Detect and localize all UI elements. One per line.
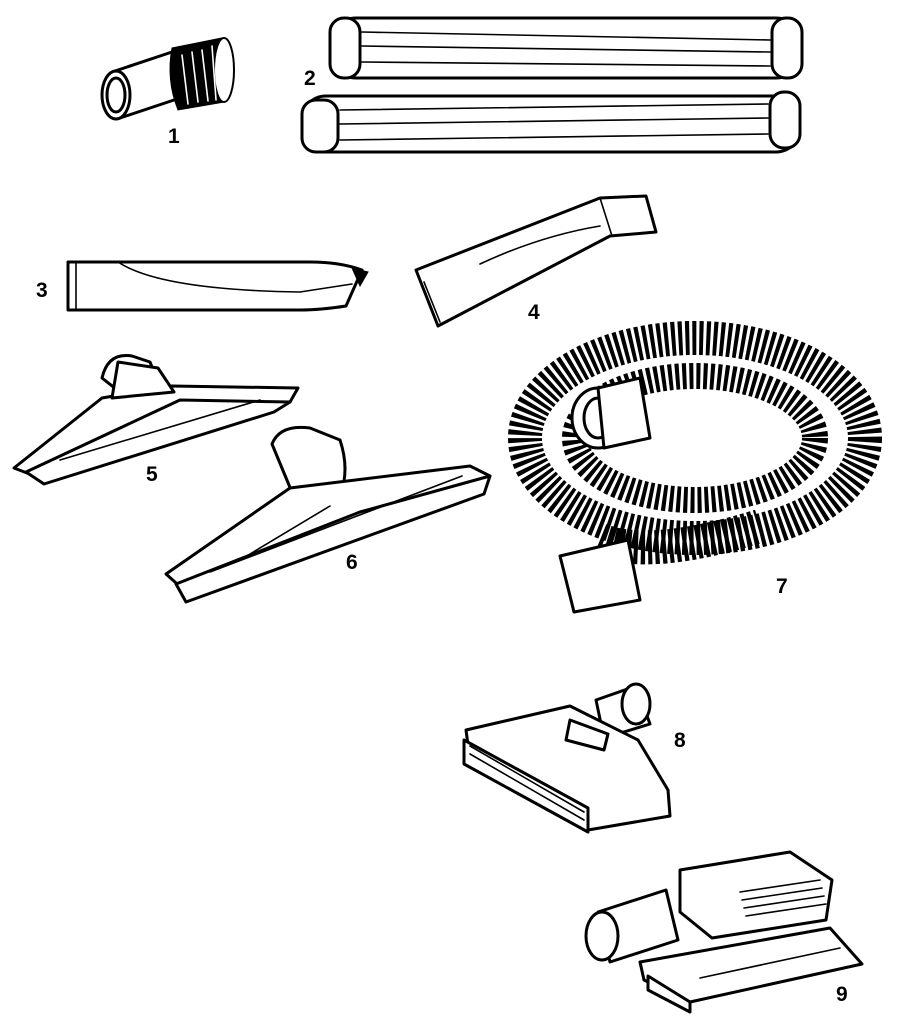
part-number-7: 7 — [776, 575, 788, 598]
part-number-1: 1 — [168, 125, 180, 148]
round-dust-brush-icon — [100, 37, 235, 121]
part-number-3: 3 — [36, 279, 48, 302]
extension-wands-icon — [300, 16, 804, 154]
utility-nozzle-icon — [414, 194, 658, 328]
part-number-8: 8 — [674, 729, 686, 752]
part-number-2: 2 — [304, 67, 316, 90]
carpet-nozzle-icon — [462, 682, 672, 834]
part-number-4: 4 — [528, 301, 540, 324]
crevice-tool-icon — [66, 260, 369, 312]
wide-floor-squeegee-icon — [164, 425, 492, 604]
floor-squeegee-icon — [12, 353, 300, 486]
sander-adapter-icon — [584, 850, 864, 1014]
part-number-9: 9 — [836, 983, 848, 1006]
part-number-5: 5 — [146, 463, 158, 486]
part-number-6: 6 — [346, 551, 358, 574]
coiled-hose-icon — [508, 321, 882, 614]
